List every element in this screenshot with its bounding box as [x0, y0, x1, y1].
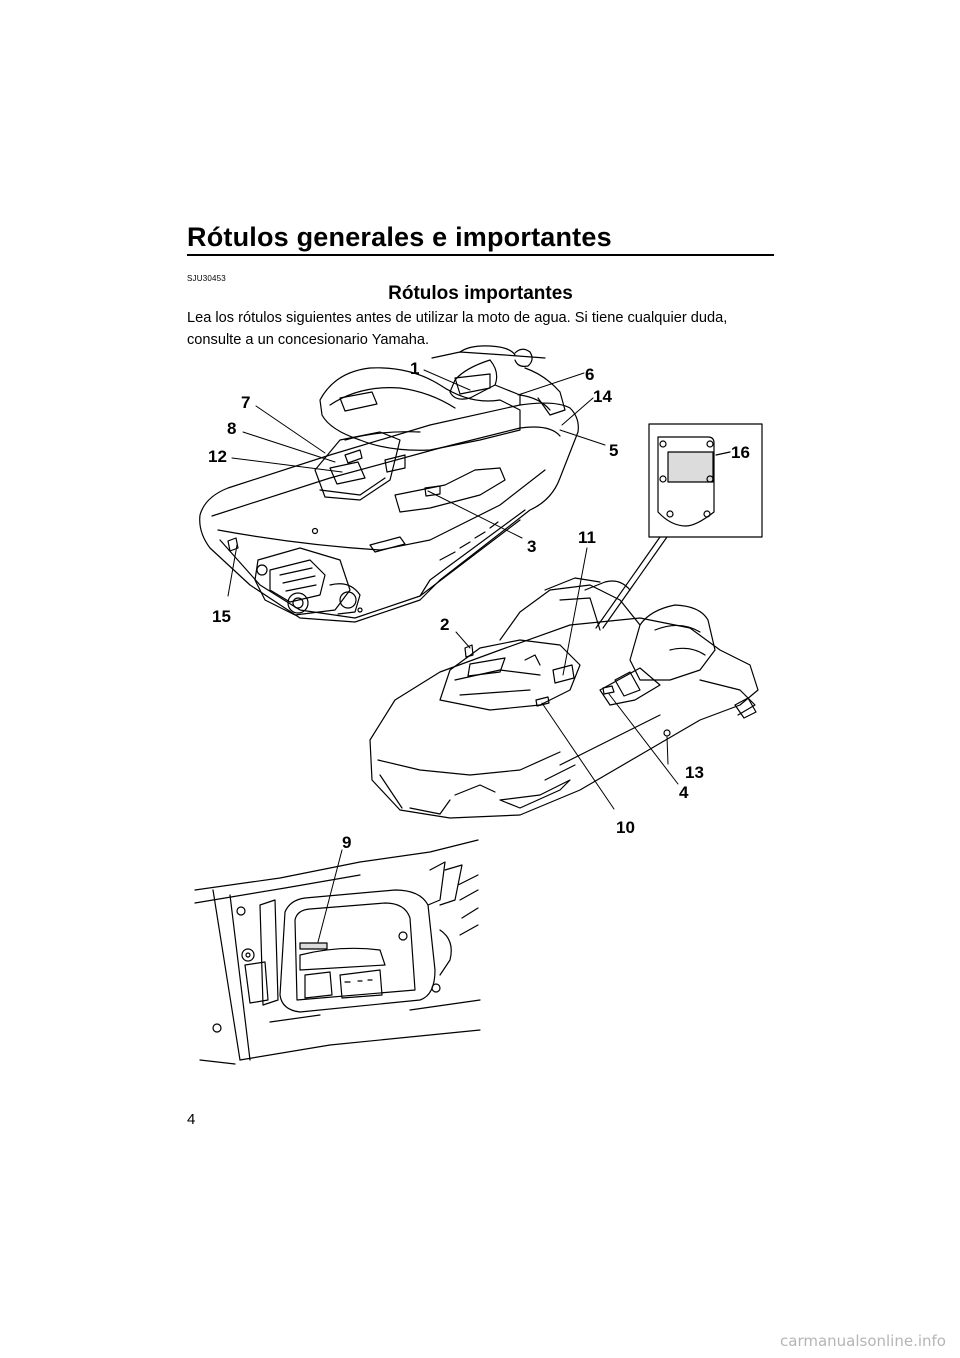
watermark: carmanualsonline.info [780, 1332, 946, 1350]
header-rule [187, 254, 774, 256]
watercraft-front-drawing [369, 577, 759, 819]
body-paragraph: Lea los rótulos siguientes antes de util… [187, 310, 728, 348]
callout-11: 11 [578, 528, 596, 547]
watercraft-rear-drawing [199, 345, 579, 623]
callout-12: 12 [208, 447, 227, 466]
page-number: 4 [187, 1111, 196, 1128]
section-code: SJU30453 [187, 274, 226, 283]
callout-5: 5 [609, 441, 618, 460]
storage-compartment-drawing [194, 839, 481, 1065]
callout-16: 16 [731, 443, 750, 462]
callout-7: 7 [241, 393, 250, 412]
callout-8: 8 [227, 419, 236, 438]
callout-leader-lines [227, 369, 679, 943]
callout-2: 2 [440, 615, 449, 634]
callout-3: 3 [527, 537, 536, 556]
callout-13: 13 [685, 763, 704, 782]
callout-4: 4 [679, 783, 689, 802]
callout-10: 10 [616, 818, 635, 837]
callout-14: 14 [593, 387, 612, 406]
callout-6: 6 [585, 365, 594, 384]
callout-15: 15 [212, 607, 231, 626]
section-title: Rótulos importantes [388, 283, 573, 304]
callout-1: 1 [410, 359, 419, 378]
page-header-title: Rótulos generales e importantes [187, 222, 612, 252]
inset-detail-box [595, 423, 763, 629]
callout-9: 9 [342, 833, 351, 852]
